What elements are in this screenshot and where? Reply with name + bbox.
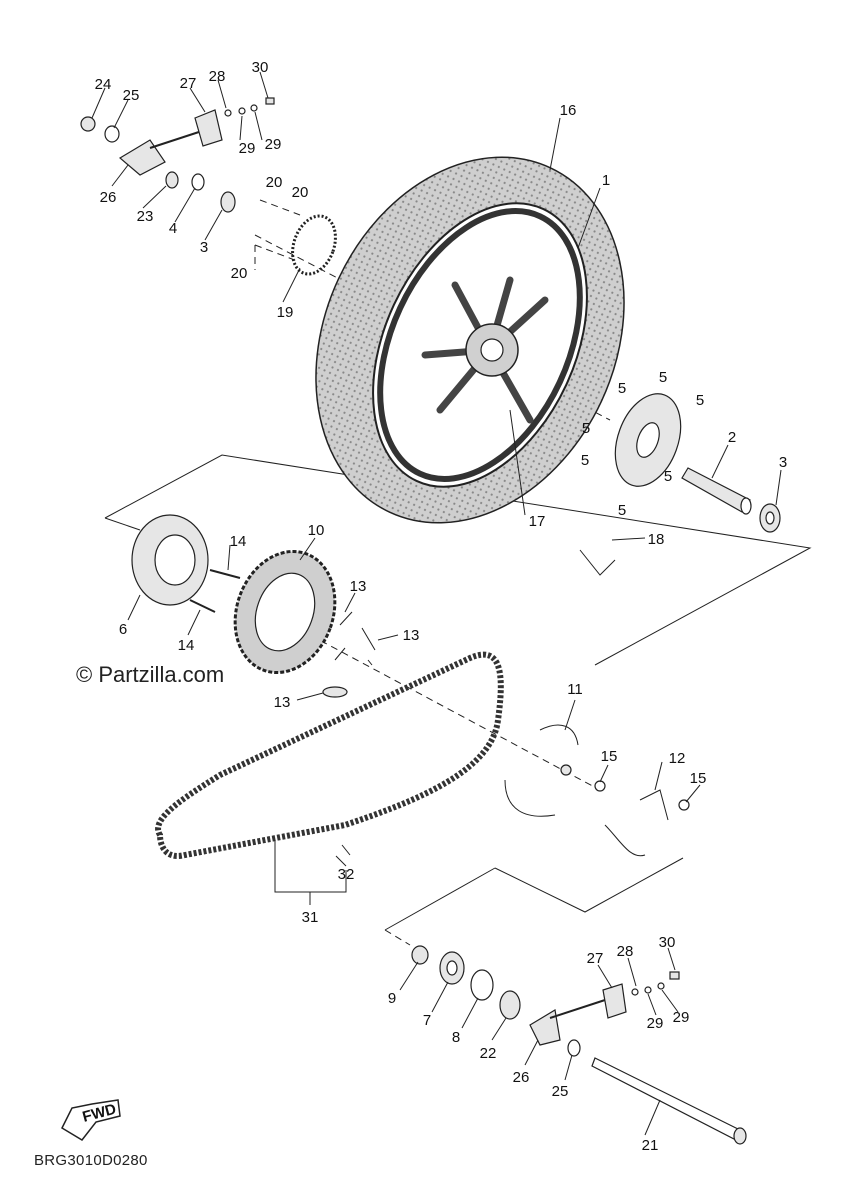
callout-29: 29 xyxy=(647,1015,664,1032)
fwd-arrow-icon: FWD xyxy=(61,1099,121,1141)
callout-5: 5 xyxy=(664,468,672,485)
callout-2: 2 xyxy=(728,429,736,446)
diagram-code: BRG3010D0280 xyxy=(34,1152,148,1169)
callout-9: 9 xyxy=(388,990,396,1007)
callout-8: 8 xyxy=(452,1029,460,1046)
chain-puller-right xyxy=(594,780,690,857)
clutch-hub xyxy=(131,514,241,613)
callout-30: 30 xyxy=(659,934,676,951)
callout-5: 5 xyxy=(581,452,589,469)
callout-24: 24 xyxy=(95,76,112,93)
callout-28: 28 xyxy=(617,943,634,960)
callout-12: 12 xyxy=(669,750,686,767)
bearing-right xyxy=(759,503,781,533)
locking-washers xyxy=(322,611,376,698)
callout-13: 13 xyxy=(350,578,367,595)
callout-29: 29 xyxy=(673,1009,690,1026)
callout-3: 3 xyxy=(200,239,208,256)
callout-22: 22 xyxy=(480,1045,497,1062)
callout-17: 17 xyxy=(529,513,546,530)
callout-5: 5 xyxy=(582,420,590,437)
collar xyxy=(681,467,752,515)
callout-15: 15 xyxy=(601,748,618,765)
upper-left-parts xyxy=(80,97,337,276)
callout-5: 5 xyxy=(659,369,667,386)
callout-1: 1 xyxy=(602,172,610,189)
sprocket-assembly-outline xyxy=(104,454,812,666)
chain-puller-left xyxy=(504,724,579,817)
callout-28: 28 xyxy=(209,68,226,85)
callout-27: 27 xyxy=(180,75,197,92)
leader-lines xyxy=(91,71,782,1136)
callout-14: 14 xyxy=(230,533,247,550)
sprocket-assembly-outline-left xyxy=(104,517,141,531)
callout-6: 6 xyxy=(119,621,127,638)
callout-3: 3 xyxy=(779,454,787,471)
callout-25: 25 xyxy=(123,87,140,104)
partzilla-watermark: © Partzilla.com xyxy=(76,662,225,687)
fwd-label: FWD xyxy=(81,1101,119,1126)
rear-sprocket xyxy=(233,549,337,675)
callout-27: 27 xyxy=(587,950,604,967)
callout-4: 4 xyxy=(169,220,177,237)
callout-29: 29 xyxy=(265,136,282,153)
callout-14: 14 xyxy=(178,637,195,654)
callout-13: 13 xyxy=(403,627,420,644)
callout-11: 11 xyxy=(567,681,583,698)
callout-10: 10 xyxy=(308,522,325,539)
chain-puller-outline xyxy=(494,857,684,913)
callout-5: 5 xyxy=(618,380,626,397)
callout-7: 7 xyxy=(423,1012,431,1029)
callout-30: 30 xyxy=(252,59,269,76)
axle-parts xyxy=(411,945,747,1145)
callout-26: 26 xyxy=(513,1069,530,1086)
callout-25: 25 xyxy=(552,1083,569,1100)
callout-15: 15 xyxy=(690,770,707,787)
callout-21: 21 xyxy=(642,1137,659,1154)
callout-5: 5 xyxy=(618,502,626,519)
wheel-damper xyxy=(614,393,682,487)
rear-wheel xyxy=(377,208,583,482)
callout-18: 18 xyxy=(648,531,665,548)
callout-16: 16 xyxy=(560,102,577,119)
callout-19: 19 xyxy=(277,304,294,321)
callout-5: 5 xyxy=(696,392,704,409)
callout-31: 31 xyxy=(302,909,319,926)
callout-29: 29 xyxy=(239,140,256,157)
callout-23: 23 xyxy=(137,208,154,225)
callout-labels: 1 2 3 3 3 4 5 5 5 5 5 5 5 6 7 8 9 10 11 … xyxy=(95,59,788,1154)
callout-20: 20 xyxy=(292,184,309,201)
drive-chain xyxy=(155,651,504,859)
axle-assembly-outline xyxy=(384,867,496,931)
callout-20: 20 xyxy=(266,174,283,191)
callout-20: 20 xyxy=(231,265,248,282)
callout-26: 26 xyxy=(100,189,117,206)
callout-13: 13 xyxy=(274,694,291,711)
callout-32: 32 xyxy=(338,866,355,883)
